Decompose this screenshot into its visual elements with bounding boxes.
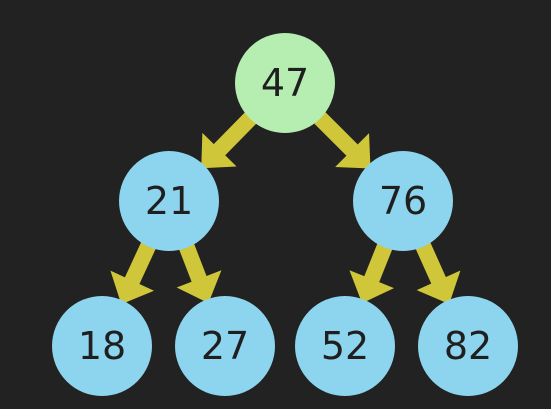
edge-left-to-left-left [110, 237, 158, 305]
arrow-shaft [363, 238, 395, 284]
edge-root-to-left [201, 108, 260, 169]
arrow-head [335, 133, 371, 169]
arrow-head [201, 132, 237, 169]
node-right-value: 76 [378, 179, 428, 223]
node-left: 21 [119, 151, 219, 251]
node-left-right-value: 27 [200, 324, 250, 368]
edge-root-to-right [310, 108, 371, 169]
arrow-shaft [212, 108, 260, 157]
edge-right-to-right-right [413, 237, 461, 305]
node-right-right-value: 82 [443, 324, 493, 368]
arrow-shaft [413, 237, 447, 286]
node-root-value: 47 [260, 61, 310, 105]
node-left-right: 27 [175, 296, 275, 396]
node-right-right: 82 [418, 296, 518, 396]
arrow-head [176, 270, 222, 304]
node-right-left-value: 52 [320, 324, 370, 368]
edge-left-to-left-right [176, 239, 222, 304]
edge-right-to-right-left [349, 238, 395, 304]
arrow-shaft [124, 237, 158, 286]
arrow-shaft [310, 108, 360, 158]
node-right: 76 [353, 151, 453, 251]
node-left-value: 21 [144, 179, 194, 223]
node-left-left-value: 18 [77, 324, 127, 368]
arrow-head [110, 270, 154, 305]
node-root: 47 [235, 33, 335, 133]
arrow-head [349, 270, 395, 304]
node-left-left: 18 [52, 296, 152, 396]
arrow-shaft [177, 239, 208, 284]
node-right-left: 52 [295, 296, 395, 396]
arrow-head [416, 270, 461, 305]
